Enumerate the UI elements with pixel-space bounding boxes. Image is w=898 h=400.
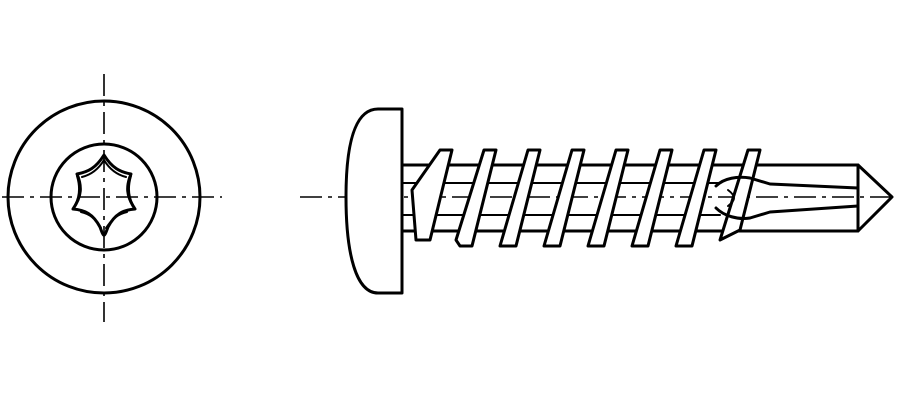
head-outer-circle bbox=[6, 99, 202, 295]
screw-pan-head bbox=[344, 107, 404, 295]
recess-circle bbox=[49, 142, 159, 252]
drill-point bbox=[714, 163, 860, 233]
thread-flights bbox=[410, 148, 762, 248]
thread-flight bbox=[674, 148, 718, 248]
torx-lobe-detail bbox=[74, 159, 134, 229]
thread-flight bbox=[498, 148, 542, 248]
drill-flute-lower bbox=[714, 204, 860, 220]
thread-flight bbox=[410, 148, 454, 242]
thread-flight bbox=[454, 148, 498, 248]
drill-flute-center bbox=[727, 189, 735, 207]
thread-flight bbox=[542, 148, 586, 248]
head-end-view bbox=[2, 74, 222, 322]
thread-flight bbox=[630, 148, 674, 248]
thread-flight bbox=[586, 148, 630, 248]
side-view bbox=[300, 107, 896, 295]
drill-flute-upper bbox=[714, 175, 860, 190]
